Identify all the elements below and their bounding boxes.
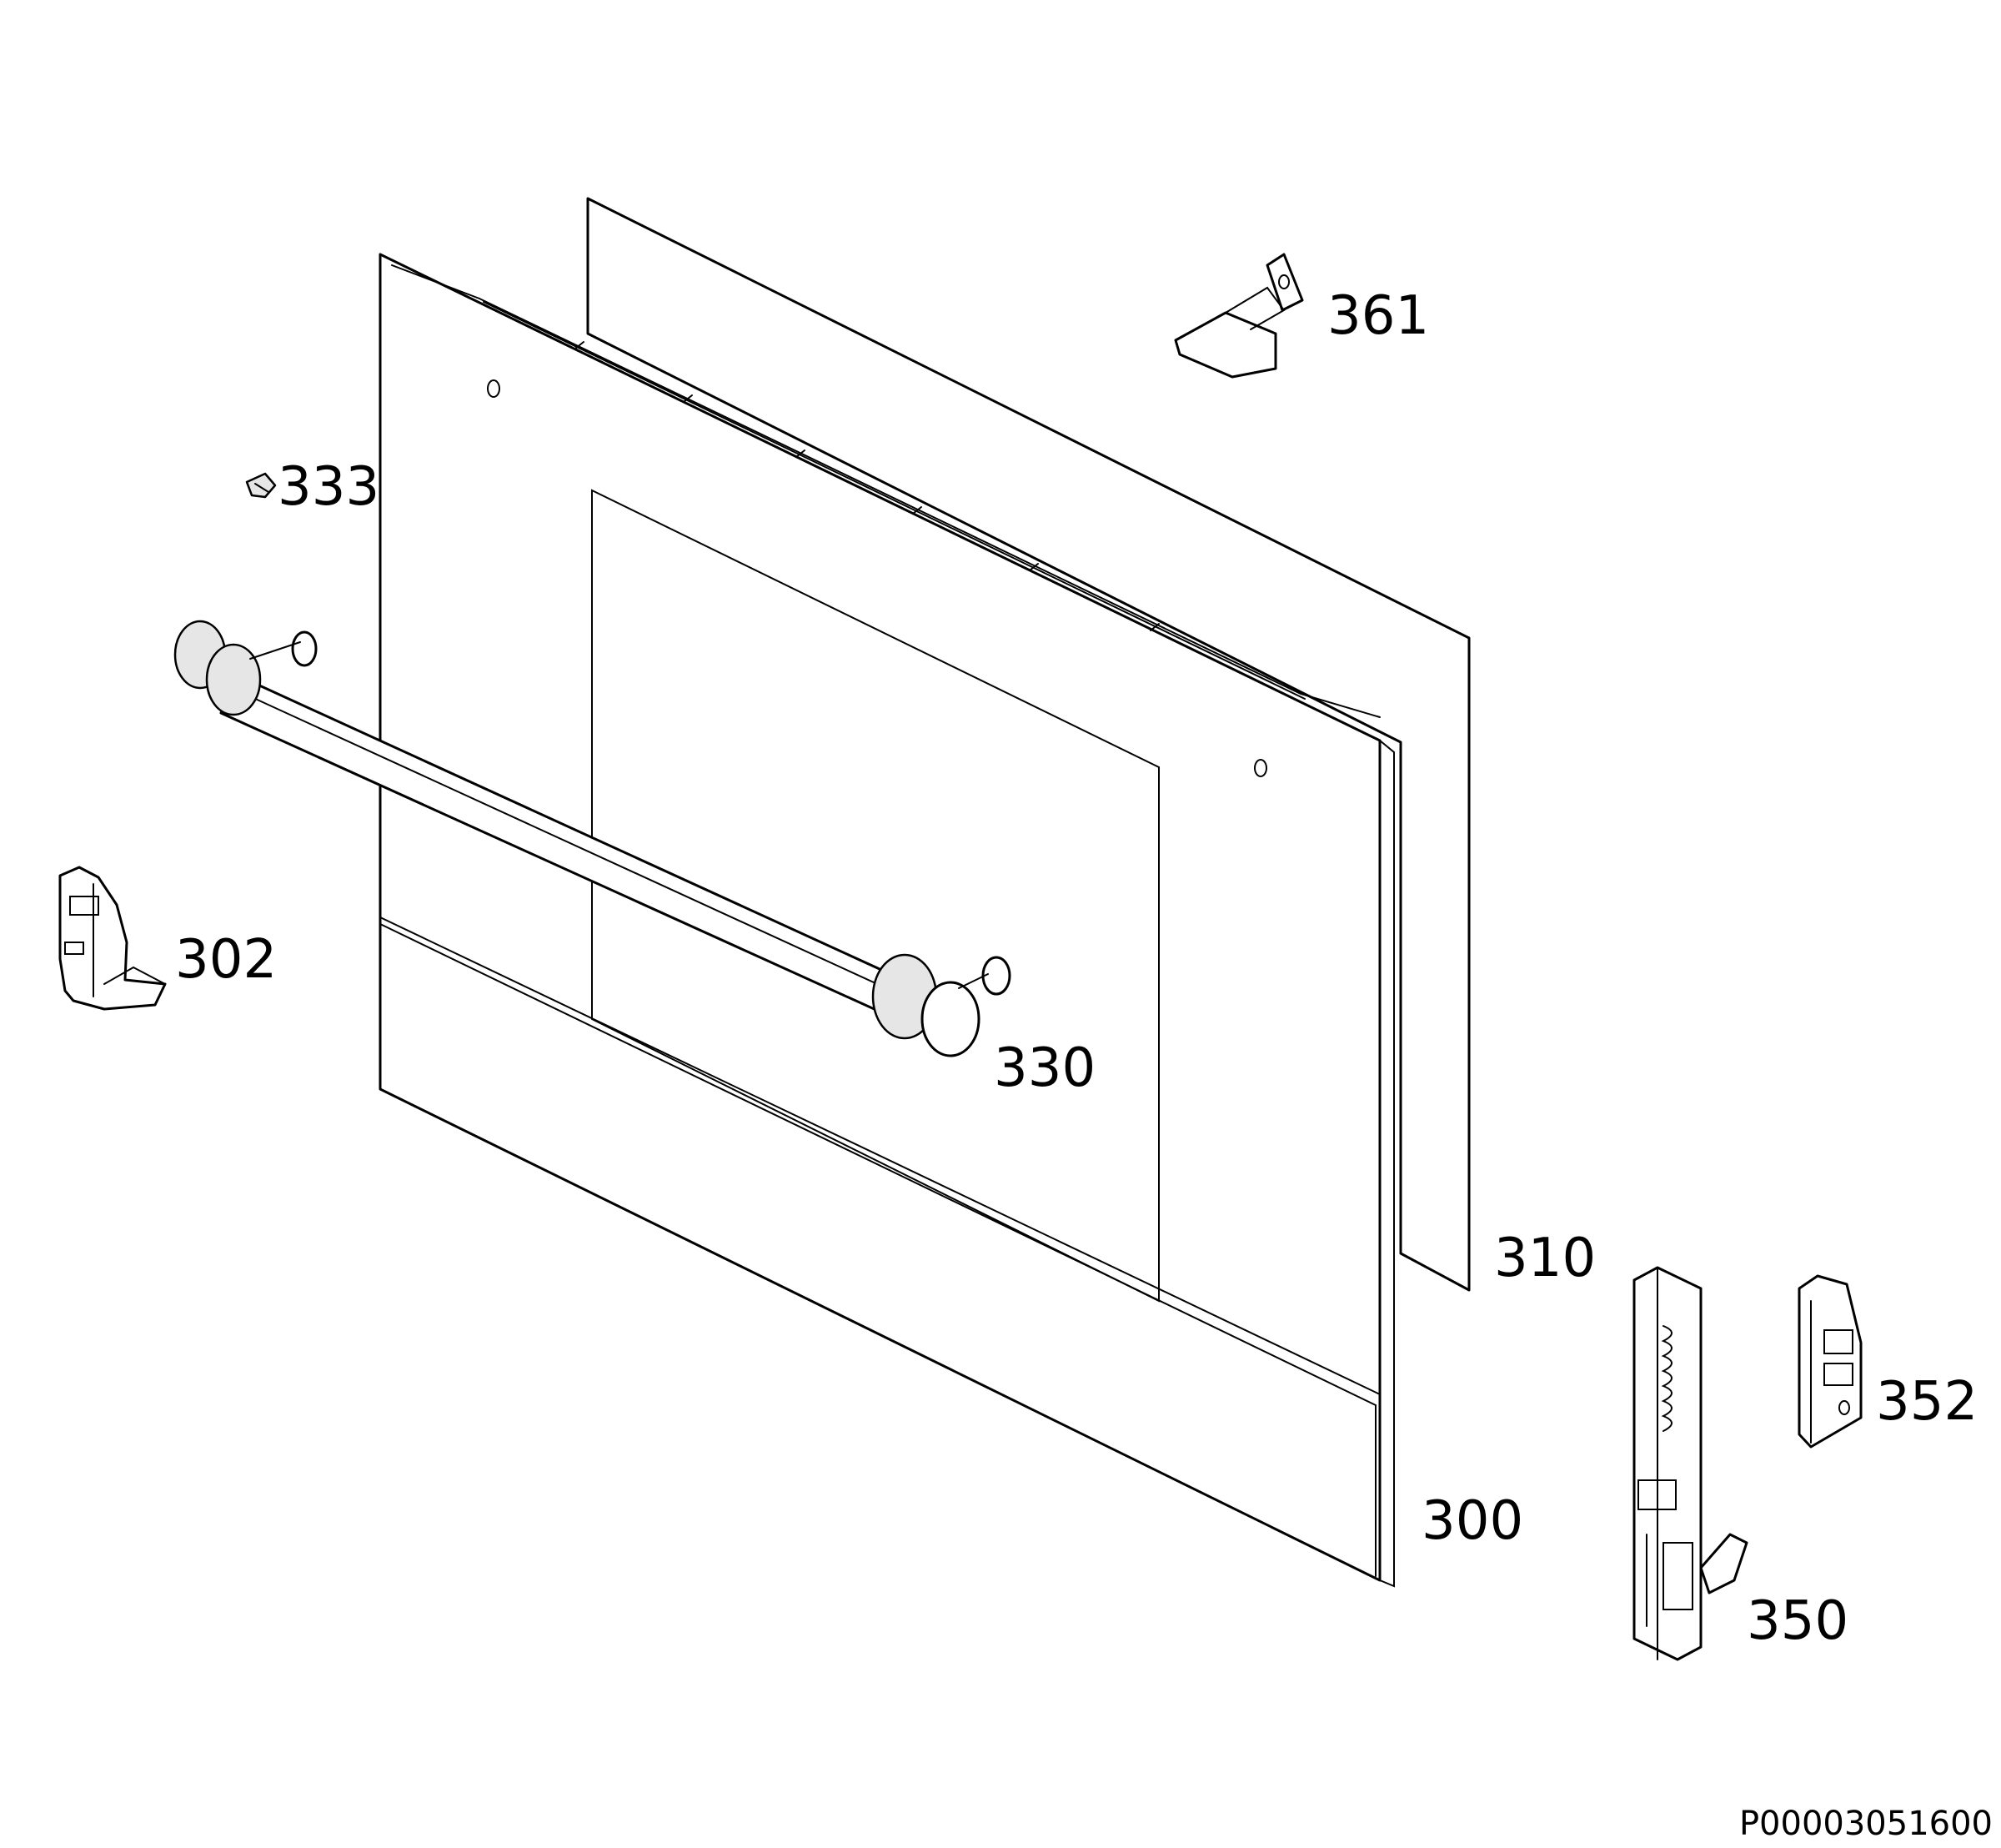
label-352: 352 [1876, 1371, 1978, 1433]
label-361: 361 [1327, 285, 1429, 347]
label-350: 350 [1747, 1590, 1848, 1652]
label-300: 300 [1422, 1490, 1523, 1552]
label-302: 302 [175, 929, 277, 991]
drawing-code: P00003051600 [1739, 1805, 1993, 1843]
label-330: 330 [994, 1037, 1096, 1099]
part-333-screw [245, 472, 277, 499]
label-310: 310 [1494, 1228, 1596, 1289]
part-310-rear-glass [586, 197, 1471, 1292]
part-352-hinge-receiver [1798, 1274, 1863, 1449]
part-300-door-frame [379, 253, 1395, 1588]
part-302-bracket [58, 866, 167, 1011]
part-350-hinge [1632, 1266, 1748, 1661]
label-333: 333 [278, 456, 379, 518]
part-330-handle [173, 620, 1011, 1057]
part-361-hinge-cover [1174, 253, 1304, 379]
